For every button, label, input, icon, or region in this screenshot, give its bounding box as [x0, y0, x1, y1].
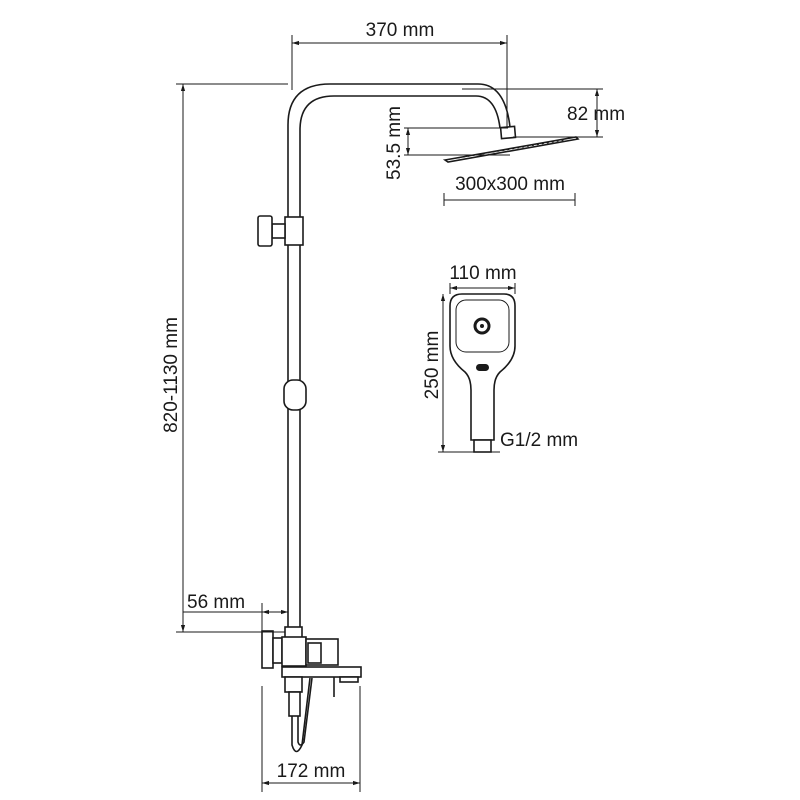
wall-bracket [257, 215, 304, 247]
label-mixer-width: 172 mm [277, 761, 346, 782]
rain-shower-head [442, 136, 580, 163]
label-head-drop: 82 mm [567, 104, 625, 125]
dim-head-size: 300x300 mm [443, 174, 576, 206]
head-collar [499, 125, 517, 140]
dim-head-height: 53.5 mm [384, 106, 510, 180]
dim-arm-length: 370 mm [291, 20, 508, 128]
dim-mixer-width: 172 mm [261, 686, 361, 792]
riser-pipe [287, 83, 511, 628]
mode-button [476, 364, 489, 371]
label-hand-thread: G1/2 mm [500, 430, 578, 451]
label-hand-length: 250 mm [422, 331, 443, 400]
dim-hand-width: 110 mm [449, 263, 517, 294]
dim-head-drop: 82 mm [462, 88, 625, 138]
dim-total-height: 820-1130 mm [161, 83, 288, 633]
spray-nozzles [473, 317, 491, 335]
dim-hand-length: 250 mm [422, 294, 500, 453]
slider [283, 379, 307, 411]
label-arm-length: 370 mm [366, 20, 435, 41]
mixer [261, 626, 362, 753]
label-head-height: 53.5 mm [384, 106, 405, 180]
label-head-size: 300x300 mm [455, 174, 565, 195]
dim-wall-offset: 56 mm [183, 592, 288, 631]
hand-shower [449, 293, 516, 453]
label-total-height: 820-1130 mm [161, 317, 182, 433]
label-hand-width: 110 mm [449, 263, 516, 284]
label-wall-offset: 56 mm [187, 592, 245, 613]
